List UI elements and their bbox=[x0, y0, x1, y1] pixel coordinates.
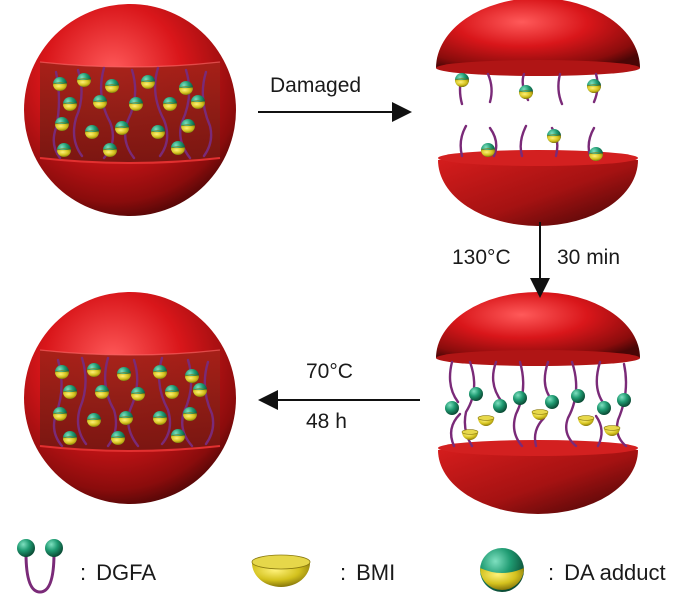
bmi-icon bbox=[251, 554, 311, 587]
reformed-sphere bbox=[24, 292, 236, 504]
legend-separator: : bbox=[340, 560, 347, 585]
dgfa-icon bbox=[17, 539, 63, 594]
damaged-label: Damaged bbox=[270, 74, 362, 97]
legend-separator: : bbox=[80, 560, 87, 585]
legend-bmi-label: BMI bbox=[356, 560, 396, 585]
da-adduct-icon bbox=[480, 548, 524, 592]
heal-temperature-unit: °C bbox=[487, 246, 511, 269]
heal-temperature-label: 130°C bbox=[452, 246, 511, 270]
heal-time-label: 30 min bbox=[557, 246, 621, 269]
intact-sphere bbox=[24, 4, 236, 216]
legend-da-adduct-label: DA adduct bbox=[564, 560, 666, 585]
damaged-sphere bbox=[436, 0, 640, 226]
healing-sphere bbox=[436, 292, 640, 514]
legend-dgfa: : DGFA bbox=[80, 560, 156, 586]
reform-temperature-unit: °C bbox=[329, 360, 353, 383]
reform-time-label: 48 h bbox=[306, 410, 347, 433]
heal-temperature-value: 130 bbox=[452, 246, 488, 269]
reform-temperature-label: 70°C bbox=[306, 360, 353, 384]
legend-dgfa-label: DGFA bbox=[96, 560, 157, 585]
legend-bmi: : BMI bbox=[340, 560, 395, 586]
reform-temperature-value: 70 bbox=[306, 360, 330, 383]
legend-separator: : bbox=[548, 560, 555, 585]
legend-da-adduct: : DA adduct bbox=[548, 560, 666, 586]
